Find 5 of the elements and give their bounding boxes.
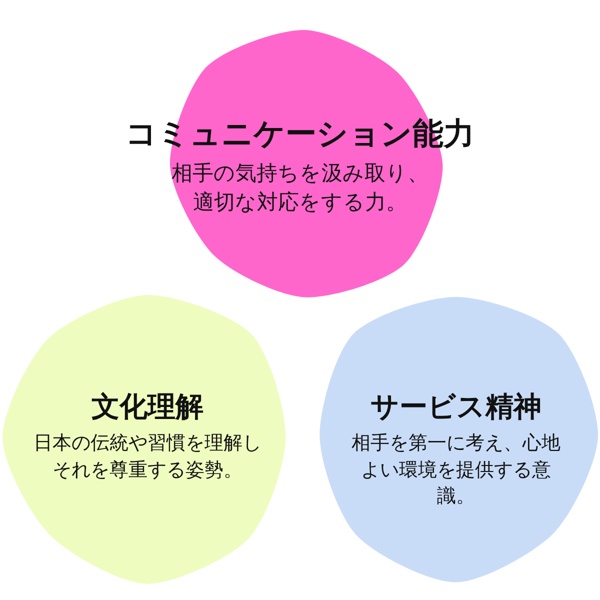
heading: サービス精神 [370,390,542,423]
heading: 文化理解 [92,390,204,423]
description-text: 日本の伝統や習慣を理解しそれを尊重する姿勢。 [32,431,262,483]
description-text: 相手の気持ちを汲み取り、適切な対応をする力。 [170,160,430,216]
description-text: 相手を第一に考え、心地よい環境を提供する意識。 [350,431,562,510]
